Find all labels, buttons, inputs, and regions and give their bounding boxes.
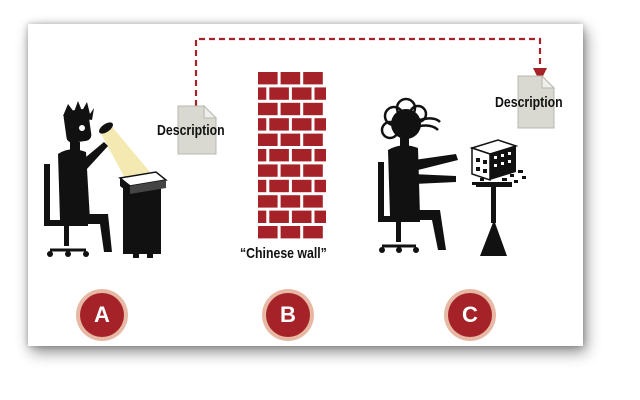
brick xyxy=(269,179,289,193)
brick xyxy=(258,87,267,100)
lamp-icon xyxy=(99,122,113,134)
building-model-icon xyxy=(469,139,526,185)
brick xyxy=(258,179,267,193)
brick xyxy=(258,102,278,116)
brick xyxy=(303,195,323,208)
description-label-c: Description xyxy=(495,94,563,111)
brick xyxy=(269,149,289,162)
brick xyxy=(258,149,267,162)
diagram-card: Description Description “Chinese wall” A… xyxy=(28,24,583,346)
brick xyxy=(258,226,278,239)
brick xyxy=(314,149,326,162)
brick-wall-icon xyxy=(258,72,326,242)
person-at-desk-icon xyxy=(378,97,512,256)
brick xyxy=(280,72,301,85)
brick xyxy=(280,102,301,116)
description-label-a: Description xyxy=(157,122,225,139)
brick xyxy=(258,195,278,208)
brick xyxy=(291,179,312,193)
brick xyxy=(314,179,326,193)
brick xyxy=(258,133,278,146)
brick xyxy=(303,164,323,177)
brick xyxy=(269,87,289,100)
document-icon xyxy=(517,74,556,129)
chinese-wall-caption: “Chinese wall” xyxy=(240,245,327,262)
brick xyxy=(314,118,326,131)
brick xyxy=(314,210,326,223)
brick xyxy=(291,210,312,223)
brick xyxy=(280,226,301,239)
document-icon xyxy=(177,104,218,155)
brick xyxy=(291,118,312,131)
brick xyxy=(258,72,278,85)
brick xyxy=(269,118,289,131)
badge-b: B xyxy=(266,293,310,337)
badge-c: C xyxy=(448,293,492,337)
brick xyxy=(303,226,323,239)
diagram-illustration xyxy=(44,37,556,258)
brick xyxy=(258,164,278,177)
brick xyxy=(314,87,326,100)
brick xyxy=(258,210,267,223)
transfer-arrow-icon xyxy=(194,37,547,106)
person-at-desk-icon xyxy=(44,101,168,258)
badge-a: A xyxy=(80,293,124,337)
brick xyxy=(269,210,289,223)
brick xyxy=(258,118,267,131)
brick xyxy=(291,149,312,162)
brick xyxy=(291,87,312,100)
brick xyxy=(303,72,323,85)
brick xyxy=(303,102,323,116)
brick xyxy=(280,164,301,177)
brick xyxy=(303,133,323,146)
brick xyxy=(280,195,301,208)
brick xyxy=(280,133,301,146)
